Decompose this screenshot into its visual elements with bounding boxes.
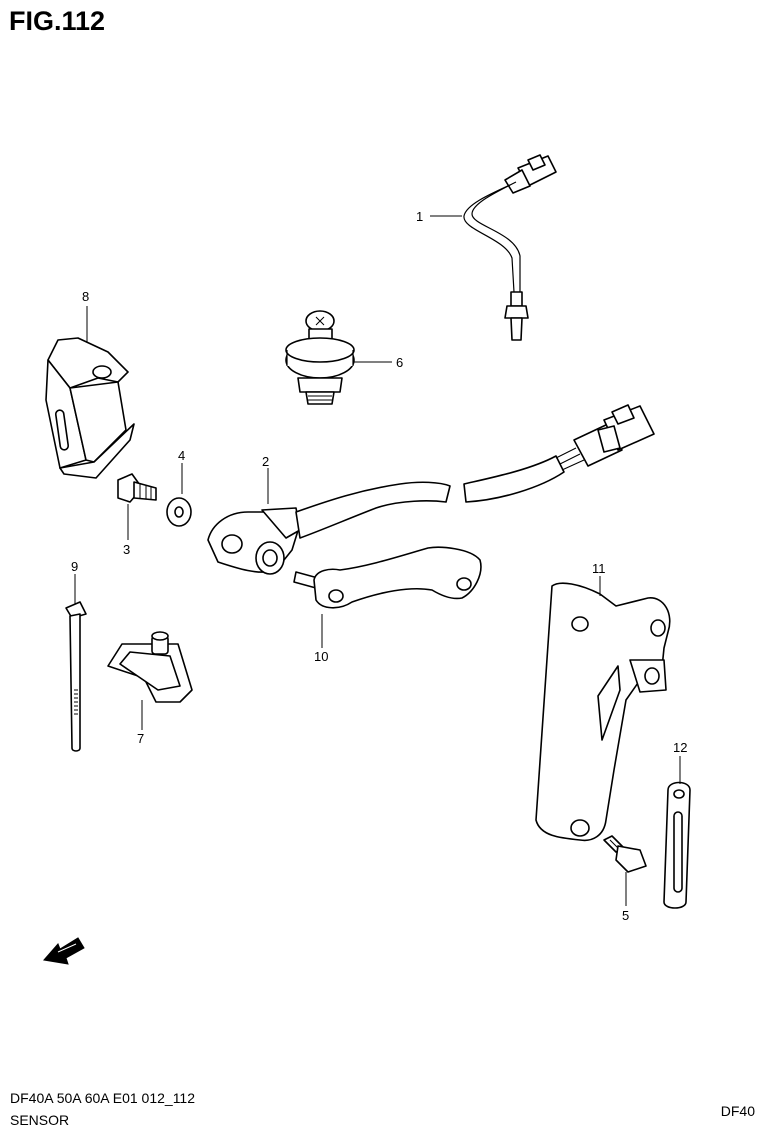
model-code: DF40 — [720, 1103, 755, 1119]
callout-1: 1 — [416, 209, 423, 224]
part-5-bolt[interactable] — [603, 835, 647, 873]
callout-2: 2 — [262, 454, 269, 469]
callout-11: 11 — [592, 561, 606, 576]
callout-4: 4 — [178, 448, 185, 463]
part-7-clip[interactable] — [107, 631, 193, 703]
callout-9: 9 — [71, 559, 78, 574]
fwd-arrow-icon — [43, 937, 85, 965]
part-2-sensor-harness[interactable] — [207, 404, 655, 575]
callout-3: 3 — [123, 542, 130, 557]
callout-5: 5 — [622, 908, 629, 923]
part-4-washer[interactable] — [166, 497, 192, 527]
leader-lines — [74, 215, 681, 906]
figure-title: FIG.112 — [9, 6, 106, 36]
part-11-bracket[interactable] — [535, 582, 671, 842]
callout-6: 6 — [396, 355, 403, 370]
part-10-lever[interactable] — [293, 546, 482, 609]
callout-10: 10 — [314, 649, 328, 664]
part-6-pressure-switch[interactable] — [285, 310, 355, 405]
part-3-bolt[interactable] — [117, 473, 157, 503]
part-9-cable-tie[interactable] — [65, 601, 87, 752]
callout-numbers: 1 2 3 4 5 6 7 8 9 10 11 12 — [71, 209, 687, 923]
callout-8: 8 — [82, 289, 89, 304]
callout-12: 12 — [673, 740, 687, 755]
part-12-strap[interactable] — [663, 781, 691, 909]
part-1-sensor-lead[interactable] — [463, 154, 557, 341]
section-name: SENSOR — [10, 1112, 70, 1128]
part-8-clip-bracket[interactable] — [45, 337, 135, 479]
model-line: DF40A 50A 60A E01 012_112 — [10, 1090, 196, 1106]
callout-7: 7 — [137, 731, 144, 746]
